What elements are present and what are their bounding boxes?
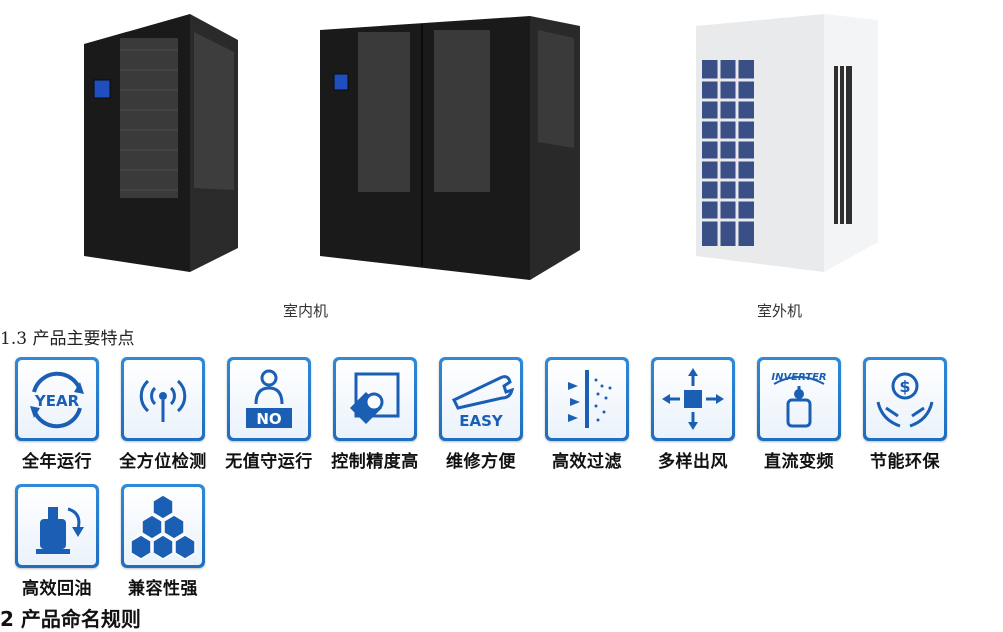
feature-full-detection: 全方位检测 [115,357,211,472]
feature-label: 无值守运行 [225,452,313,472]
svg-text:$: $ [899,377,910,396]
svg-text:YEAR: YEAR [34,392,80,410]
feature-dc-inverter: INVERTER 直流变频 [751,357,847,472]
money-hands-icon: $ [866,360,944,438]
hex-compatibility-icon [124,487,202,565]
person-no-icon: NO [230,360,308,438]
feature-multi-airflow: 多样出风 [645,357,741,472]
feature-unattended: NO 无值守运行 [221,357,317,472]
section-title: 1.3 产品主要特点 [0,329,135,349]
feature-high-precision: 控制精度高 [327,357,423,472]
feature-label: 高效过滤 [552,452,622,472]
feature-label: 全年运行 [22,452,92,472]
outdoor-caption: 室外机 [757,302,803,320]
feature-oil-return: 高效回油 [9,484,105,599]
feature-year-round: YEAR 全年运行 [9,357,105,472]
feature-compatibility: 兼容性强 [115,484,211,599]
inverter-compressor-icon: INVERTER [760,360,838,438]
next-section-heading: 2 产品命名规则 [0,607,141,631]
feature-label: 多样出风 [658,452,728,472]
feature-energy-saving: $ 节能环保 [857,357,953,472]
feature-label: 直流变频 [764,452,834,472]
multi-airflow-icon [654,360,732,438]
precision-target-icon [336,360,414,438]
svg-text:NO: NO [256,410,281,428]
feature-label: 高效回油 [22,579,92,599]
wrench-easy-icon: EASY [442,360,520,438]
feature-label: 维修方便 [446,452,516,472]
indoor-unit-double-image [318,10,583,282]
year-cycle-icon: YEAR [18,360,96,438]
outdoor-unit-image [692,10,882,276]
filter-icon [548,360,626,438]
feature-label: 节能环保 [870,452,940,472]
svg-text:EASY: EASY [459,412,504,430]
feature-easy-maintenance: EASY 维修方便 [433,357,529,472]
feature-label: 兼容性强 [128,579,198,599]
oil-return-icon [18,487,96,565]
feature-label: 控制精度高 [331,452,419,472]
feature-label: 全方位检测 [119,452,207,472]
signal-detection-icon [124,360,202,438]
indoor-caption: 室内机 [283,302,329,320]
indoor-unit-single-image [78,10,243,278]
feature-efficient-filter: 高效过滤 [539,357,635,472]
